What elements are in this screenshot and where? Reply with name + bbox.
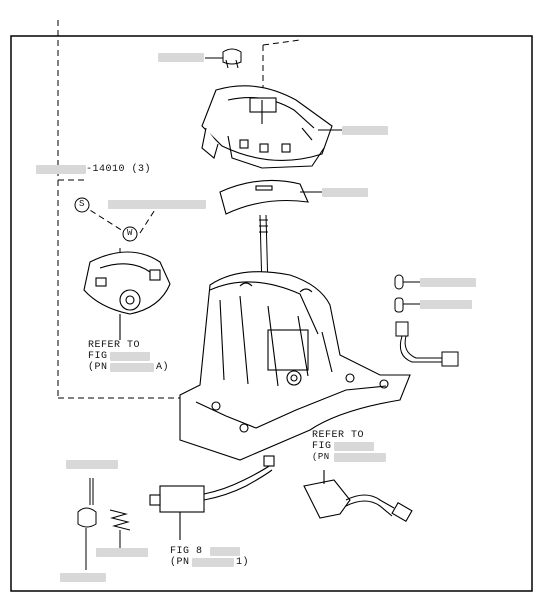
- redacted-part-number: [420, 300, 472, 309]
- redacted-part-number: [158, 53, 204, 62]
- w-symbol-circle: [122, 226, 138, 242]
- spring-part: [109, 509, 131, 550]
- redacted-fig-number: [192, 558, 234, 567]
- redacted-fig-number: [334, 442, 374, 451]
- redacted-part-number: [322, 188, 368, 197]
- bulb-parts: [394, 274, 420, 313]
- refer-note-upper-line3-end: A): [156, 362, 170, 373]
- redacted-fig-number: [110, 352, 150, 361]
- shift-housing-part: [179, 271, 411, 461]
- switch-part: [303, 470, 413, 522]
- diagram-border: [10, 35, 533, 592]
- redacted-part-number: [36, 165, 86, 174]
- refer-note-right-line2: FIG: [312, 441, 332, 452]
- redacted-fig-number: [334, 453, 386, 462]
- s-symbol-circle: [74, 197, 90, 213]
- top-knob-part: [205, 48, 242, 69]
- refer-note-upper-line3: (PN: [88, 362, 108, 373]
- part-number-top-left: -14010 (3): [86, 164, 152, 175]
- position-sensor-part: [83, 251, 171, 340]
- refer-note-right-line3: (PN: [312, 452, 330, 462]
- refer-note-lower-line3: (PN: [170, 557, 190, 568]
- refer-note-right-line1: REFER TO: [312, 430, 365, 441]
- redacted-part-number: [420, 278, 476, 287]
- wire-harness-part: [395, 321, 459, 367]
- redacted-part-number: [342, 126, 388, 135]
- redacted-part-number: [60, 573, 106, 582]
- solenoid-part: [149, 455, 275, 540]
- refer-note-upper-line1: REFER TO: [88, 340, 141, 351]
- redacted-part-number: [96, 548, 148, 557]
- indicator-housing-part: [201, 85, 345, 169]
- refer-note-upper-line2: FIG: [88, 351, 108, 362]
- symbol-w-label: W: [127, 228, 133, 238]
- redacted-part-number: [108, 200, 206, 209]
- symbol-s-label: S: [79, 199, 85, 209]
- redacted-fig-number: [210, 547, 240, 556]
- refer-note-lower-line2: FIG 8: [170, 546, 203, 557]
- redacted-part-number: [66, 460, 118, 469]
- redacted-fig-number: [110, 363, 154, 372]
- bolt-part: [77, 478, 97, 570]
- refer-note-lower-line3-end: 1): [236, 557, 250, 568]
- dust-cover-part: [219, 179, 322, 215]
